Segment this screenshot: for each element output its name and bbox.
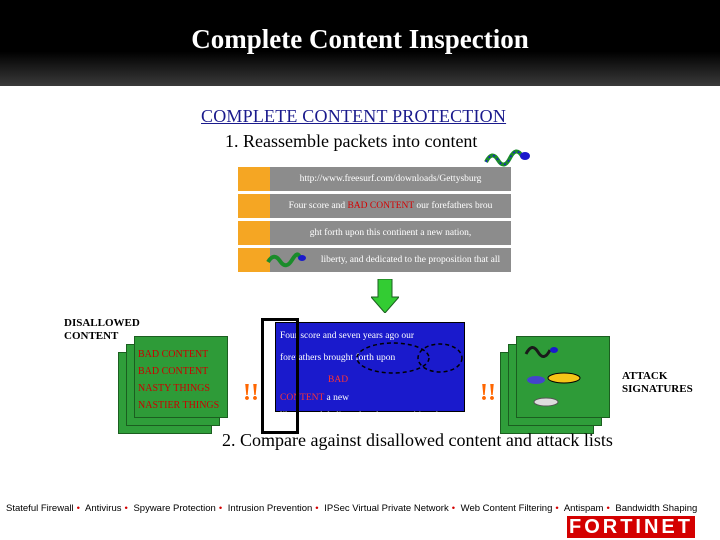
bug-icon xyxy=(547,372,581,384)
content-line: liberty, and dedicated to the propositio… xyxy=(280,411,448,421)
attack-icons xyxy=(524,346,581,407)
feature-item: Antispam xyxy=(563,503,604,514)
packet-body: http://www.freesurf.com/downloads/Gettys… xyxy=(270,167,511,191)
content-line: all… xyxy=(280,429,299,439)
content-line: forefathers brought forth upon BAD xyxy=(280,353,396,385)
packet-header xyxy=(238,167,270,191)
disallowed-content-label: DISALLOWED CONTENT xyxy=(64,317,140,342)
worm-head-icon xyxy=(550,347,558,353)
packet-header xyxy=(238,194,270,218)
packet-body: ght forth upon this continent a new nati… xyxy=(270,221,511,245)
disallowed-item: NASTIER THINGS xyxy=(138,400,220,411)
feature-list: Stateful Firewall• Antivirus• Spyware Pr… xyxy=(6,503,698,514)
feature-item: Intrusion Prevention xyxy=(227,503,313,514)
feature-item: Stateful Firewall xyxy=(6,503,74,514)
worm-icon xyxy=(524,346,552,358)
worm-icon xyxy=(484,149,530,167)
virus-icon xyxy=(527,376,545,384)
match-highlight xyxy=(356,342,463,374)
packet-header xyxy=(238,221,270,245)
step-1-text: 1. Reassemble packets into content xyxy=(225,131,478,151)
packet-3: ght forth upon this continent a new nati… xyxy=(238,221,511,245)
title-bar xyxy=(0,0,720,86)
packet-2: Four score and BAD CONTENT our forefathe… xyxy=(238,194,511,218)
packet-body: liberty, and dedicated to the propositio… xyxy=(270,248,511,272)
attack-signatures-label: ATTACK SIGNATURES xyxy=(622,370,693,395)
feature-item: IPSec Virtual Private Network xyxy=(324,503,449,514)
disallowed-item: BAD CONTENT xyxy=(138,366,209,377)
down-arrow-icon xyxy=(371,279,399,313)
packet-1: http://www.freesurf.com/downloads/Gettys… xyxy=(238,167,511,191)
disallowed-document xyxy=(134,336,228,418)
feature-item: Bandwidth Shaping xyxy=(615,503,698,514)
scan-window xyxy=(261,318,299,434)
feature-item: Web Content Filtering xyxy=(460,503,553,514)
feature-item: Antivirus xyxy=(85,503,122,514)
packet-header xyxy=(238,248,270,272)
packet-body: Four score and BAD CONTENT our forefathe… xyxy=(270,194,511,218)
packet-4: liberty, and dedicated to the propositio… xyxy=(238,248,511,272)
alert-marks: !! xyxy=(480,380,496,406)
subtitle: COMPLETE CONTENT PROTECTION xyxy=(201,106,507,126)
fortinet-logo: FORTINET xyxy=(567,516,695,538)
slide-title: Complete Content Inspection xyxy=(191,24,529,54)
reassembled-content: Four score and seven years ago our foref… xyxy=(275,322,465,439)
disallowed-item: BAD CONTENT xyxy=(138,349,209,360)
content-line: CONTENT a new xyxy=(280,393,349,403)
worm-icon xyxy=(266,252,306,268)
disallowed-list: BAD CONTENT BAD CONTENT NASTY THINGS NAS… xyxy=(138,346,219,414)
trojan-icon xyxy=(533,397,559,407)
content-line: Four score and seven years ago our xyxy=(280,331,415,341)
feature-item: Spyware Protection xyxy=(133,503,216,514)
step-2-text: 2. Compare against disallowed content an… xyxy=(222,430,613,450)
disallowed-item: NASTY THINGS xyxy=(138,383,210,394)
alert-marks: !! xyxy=(243,380,259,406)
